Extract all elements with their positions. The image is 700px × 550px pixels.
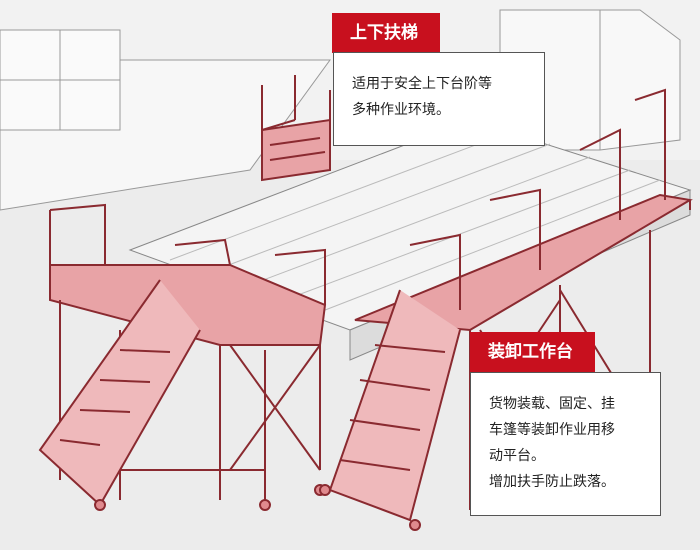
left-work-platform (38, 203, 327, 511)
callout-text-line: 增加扶手防止跌落。 (489, 474, 615, 490)
callout-text-line: 车篷等装卸作业用移 (489, 422, 615, 438)
callout-text-line: 动平台。 (489, 448, 545, 464)
callout-title-work-platform: 装卸工作台 (470, 332, 595, 372)
callout-box-work-platform: 货物装载、固定、挂 车篷等装卸作业用移 动平台。 增加扶手防止跌落。 (470, 372, 661, 516)
callout-box-step-ladder: 适用于安全上下台阶等 多种作业环境。 (333, 52, 545, 146)
callout-text-line: 货物装载、固定、挂 (489, 396, 615, 412)
callout-title-step-ladder: 上下扶梯 (332, 13, 440, 53)
background-warehouse (0, 0, 700, 211)
callout-text-line: 适用于安全上下台阶等 (352, 76, 492, 92)
callout-text-line: 多种作业环境。 (352, 102, 450, 118)
small-step-ladder (261, 75, 331, 182)
right-work-platform (319, 88, 693, 531)
